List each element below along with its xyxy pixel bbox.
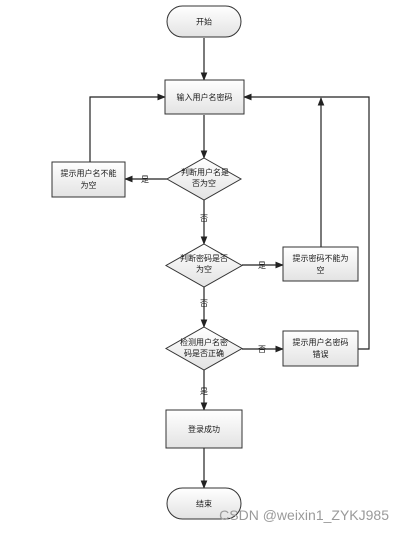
node-input: 输入用户名密码 bbox=[164, 79, 245, 115]
edge-label-yes-pwd-empty: 是 bbox=[258, 261, 266, 270]
verify-label-1: 检测用户名密 bbox=[180, 337, 228, 347]
check-user-label-2: 否为空 bbox=[192, 178, 216, 188]
edge-label-no-after-pwd: 否 bbox=[200, 299, 208, 308]
node-start: 开始 bbox=[166, 5, 242, 38]
verify-label-2: 码是否正确 bbox=[184, 348, 224, 358]
start-label: 开始 bbox=[196, 17, 212, 27]
pwd-empty-label-1: 提示密码不能为 bbox=[293, 253, 349, 263]
node-password-empty: 提示密码不能为 空 bbox=[282, 246, 359, 282]
node-credentials-wrong: 提示用户名密码 错误 bbox=[282, 330, 359, 367]
success-label: 登录成功 bbox=[188, 424, 220, 434]
edge-label-yes-verify: 是 bbox=[200, 387, 208, 396]
decision-check-username: 判断用户名是 否为空 bbox=[165, 157, 243, 201]
edges bbox=[89, 38, 370, 489]
watermark: CSDN @weixin1_ZYKJ985 bbox=[219, 507, 389, 523]
edge-user-empty-back-to-input bbox=[89, 93, 166, 162]
edge-labels: 是 否 是 否 否 是 bbox=[141, 175, 266, 396]
wrong-label-1: 提示用户名密码 bbox=[293, 337, 349, 347]
decision-verify-credentials: 检测用户名密 码是否正确 bbox=[164, 326, 244, 371]
node-end: 结束 bbox=[166, 487, 242, 520]
check-pwd-label-2: 为空 bbox=[196, 264, 212, 274]
wrong-label-2: 错误 bbox=[313, 349, 329, 359]
user-empty-label-2: 为空 bbox=[81, 180, 97, 190]
end-label: 结束 bbox=[196, 499, 212, 509]
node-username-empty: 提示用户名不能 为空 bbox=[51, 161, 126, 198]
check-user-label-1: 判断用户名是 bbox=[181, 167, 229, 177]
edge-label-yes-user-empty: 是 bbox=[141, 175, 149, 184]
pwd-empty-label-2: 空 bbox=[317, 265, 325, 275]
edge-label-no-verify: 否 bbox=[258, 345, 266, 354]
check-pwd-label-1: 判断密码是否 bbox=[180, 253, 228, 263]
decision-check-password: 判断密码是否 为空 bbox=[164, 243, 244, 288]
input-label: 输入用户名密码 bbox=[177, 92, 233, 102]
edge-label-no-after-user: 否 bbox=[200, 214, 208, 223]
edge-wrong-back-to-input bbox=[243, 93, 370, 350]
user-empty-label-1: 提示用户名不能 bbox=[61, 168, 117, 178]
node-login-success: 登录成功 bbox=[165, 409, 243, 449]
